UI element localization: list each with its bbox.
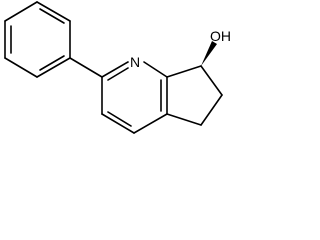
phenyl-double-bond-2 (39, 55, 65, 71)
pyridine-bond-c2-n (101, 61, 129, 78)
phenyl-bond-4 (4, 57, 38, 78)
phenyl-bond-1 (36, 1, 71, 22)
pyridine-bond-c4a-c4 (133, 113, 168, 134)
molecule-structure-diagram: N OH (4, 1, 231, 134)
pyridine-ring (101, 61, 168, 134)
phenyl-bond-6 (4, 1, 38, 22)
cyclopentane-bond-c7-c6 (200, 65, 223, 96)
cyclopentane-ring (166, 65, 223, 126)
phenyl-double-bond-1 (39, 8, 65, 24)
cyclopentane-bond-c6-c5 (200, 94, 223, 126)
cyclopentane-bond-c7a-c7 (166, 65, 202, 78)
pyridine-bond-c4-c3 (101, 113, 135, 134)
cyclopentane-bond-c5-c4a (166, 113, 202, 126)
wedge-bond-to-oh (201, 41, 217, 66)
pyridine-bond-n-c7a (143, 61, 168, 78)
hydroxyl-label: OH (210, 28, 231, 44)
phenyl-bond-3 (36, 57, 71, 78)
pyridine-double-bond-1 (107, 67, 129, 81)
pyridine-double-bond-3 (107, 111, 132, 127)
biaryl-bond (69, 57, 103, 78)
phenyl-ring (4, 1, 71, 78)
nitrogen-atom-label: N (130, 54, 140, 70)
